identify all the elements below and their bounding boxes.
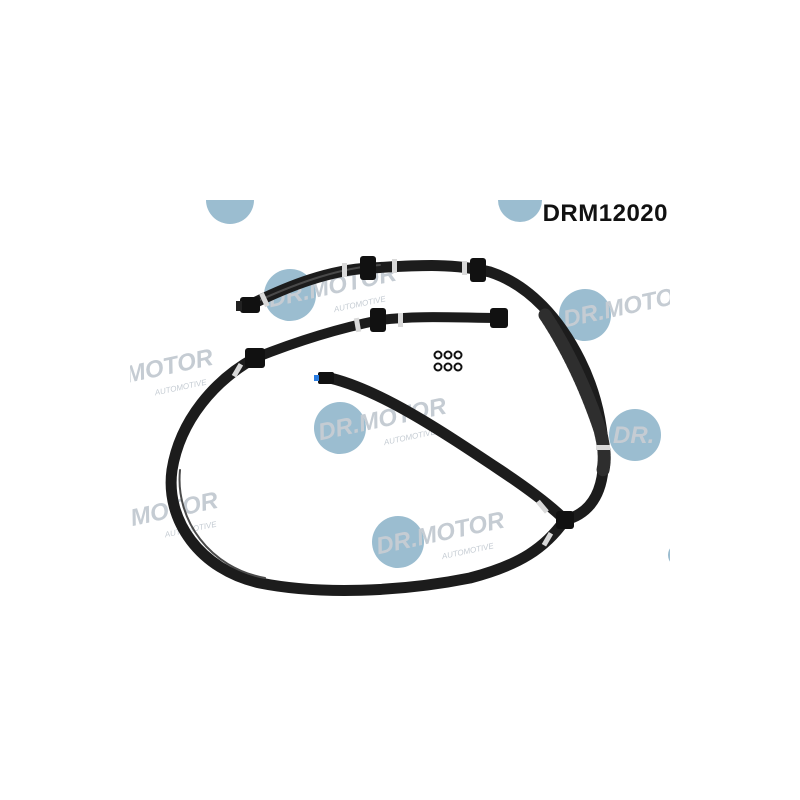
- watermark-logo: [668, 548, 670, 562]
- injector-connector: [245, 348, 265, 368]
- injector-connector: [370, 308, 386, 332]
- injector-connector: [236, 297, 260, 313]
- part-number-label: DRM12020: [542, 200, 668, 227]
- watermark-layer: DR.MOTOR AUTOMOTIVE DR.MOTOR MOTOR AUTOM…: [130, 200, 695, 568]
- o-rings: [433, 350, 463, 372]
- connectors: [231, 256, 610, 547]
- watermark-logo: DR.MOTOR AUTOMOTIVE: [372, 507, 507, 568]
- svg-text:DR.: DR.: [613, 422, 654, 449]
- injector-connector: [490, 308, 508, 328]
- watermark-logo: DR.: [609, 409, 661, 461]
- injector-connector: [360, 256, 376, 280]
- hose-upper-corrugated: [538, 308, 611, 477]
- hose-assembly: [165, 260, 611, 596]
- hose-loop: [165, 352, 571, 596]
- watermark-logo: [206, 200, 254, 224]
- watermark-logo: [498, 200, 542, 222]
- t-junction: [556, 511, 574, 529]
- watermark-logo: DR.MOTOR: [559, 280, 695, 341]
- end-connector: [314, 372, 334, 384]
- clip-bands: [231, 259, 610, 547]
- hose-highlight: [178, 469, 266, 579]
- hose-inner: [324, 372, 571, 526]
- injector-connector: [470, 258, 486, 282]
- svg-text:DR.MOTOR: DR.MOTOR: [561, 280, 695, 334]
